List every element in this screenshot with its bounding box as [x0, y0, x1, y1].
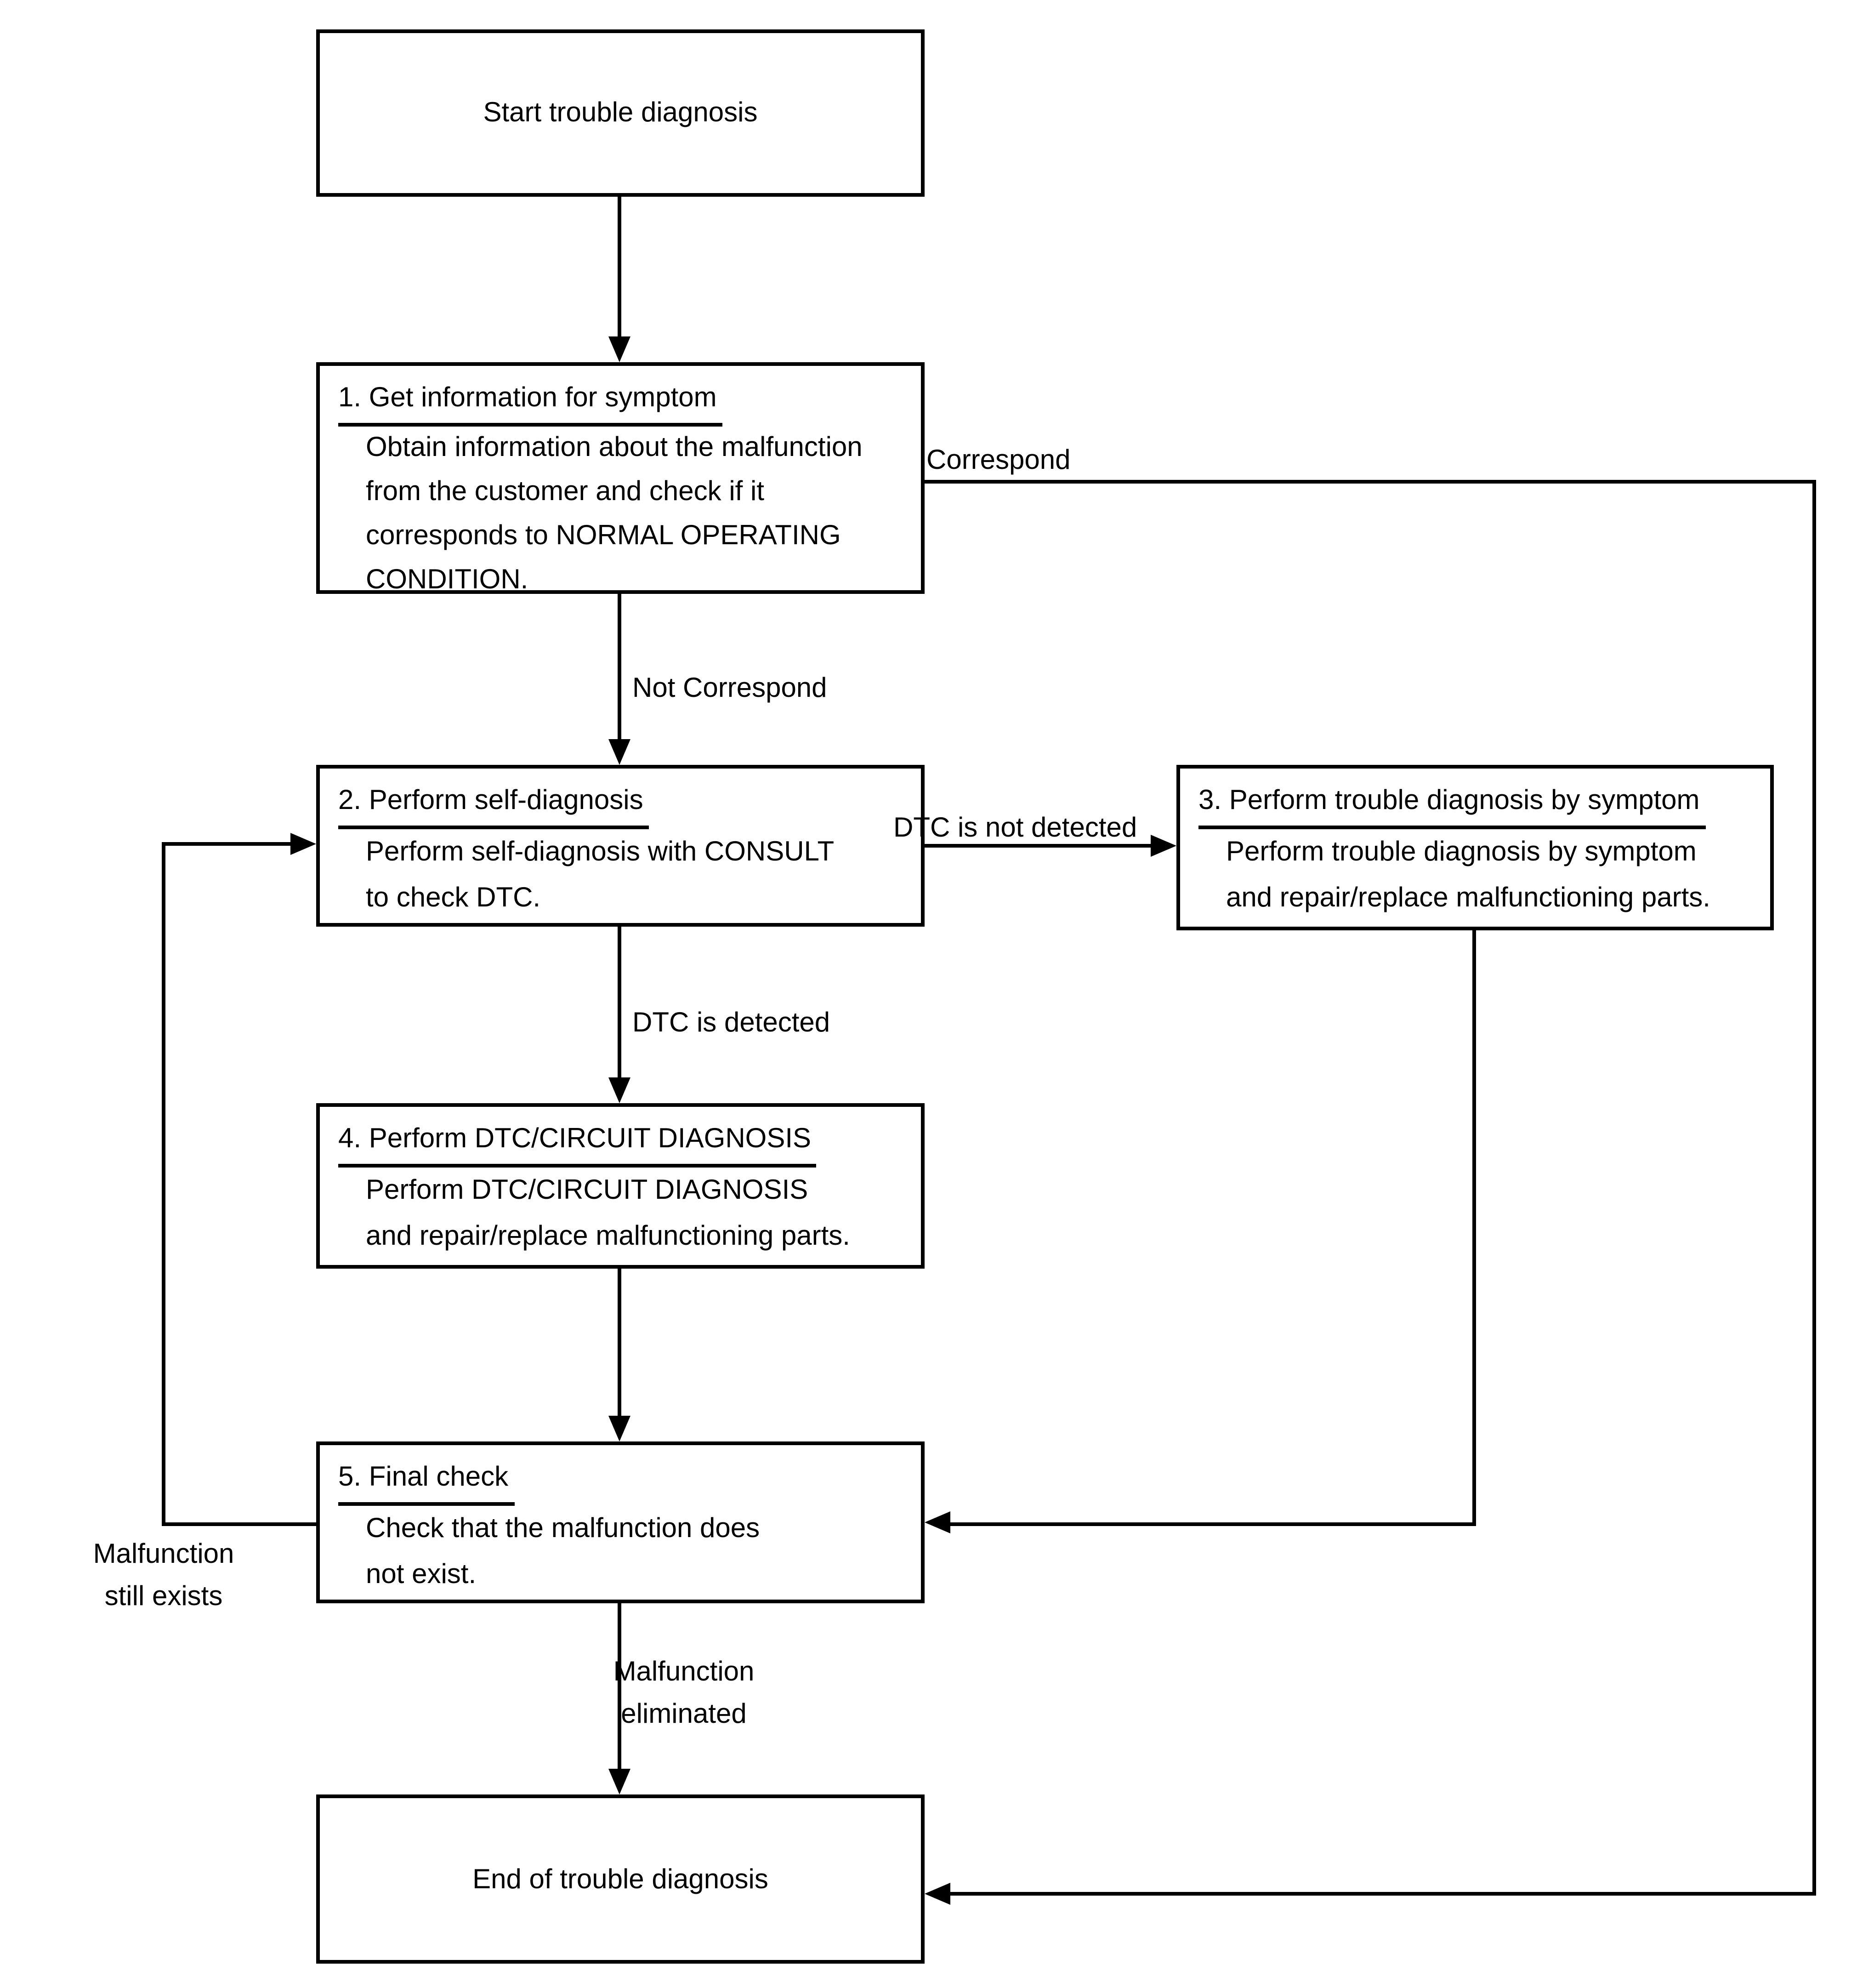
node-start: Start trouble diagnosis	[316, 29, 925, 197]
edge-correspond-top-line	[923, 480, 1816, 484]
edge-step1-to-step2-line	[618, 594, 621, 739]
edge-loop-bottom-line	[162, 1522, 316, 1526]
edge-loop-top-line	[162, 842, 290, 846]
arrowhead-into-end-right	[925, 1883, 950, 1905]
edge-step2-to-step4-line	[618, 927, 621, 1077]
node-step4-dtc-circuit-diagnosis: 4. Perform DTC/CIRCUIT DIAGNOSIS Perform…	[316, 1103, 925, 1269]
node-step3-diagnosis-by-symptom: 3. Perform trouble diagnosis by symptom …	[1176, 765, 1774, 930]
node-step3-title: 3. Perform trouble diagnosis by symptom	[1198, 778, 1705, 829]
edge-label-correspond: Correspond	[926, 445, 1071, 476]
edge-step3-down-line	[1472, 930, 1476, 1526]
node-step4-title: 4. Perform DTC/CIRCUIT DIAGNOSIS	[338, 1116, 817, 1168]
edge-loop-left-line	[162, 844, 165, 1526]
arrowhead-into-step1	[608, 336, 630, 362]
edge-correspond-to-end-line	[950, 1892, 1816, 1896]
edge-label-not-correspond: Not Correspond	[632, 673, 827, 704]
edge-start-to-step1-line	[618, 197, 621, 336]
node-step4-body-line: Perform DTC/CIRCUIT DIAGNOSIS	[366, 1175, 808, 1206]
edge-correspond-right-line	[1812, 480, 1816, 1896]
arrowhead-into-step5-top	[608, 1416, 630, 1441]
edge-step3-to-step5-line	[950, 1522, 1476, 1526]
arrowhead-into-end-top	[608, 1769, 630, 1794]
node-step5-final-check: 5. Final check Check that the malfunctio…	[316, 1441, 925, 1603]
node-step3-body-line: and repair/replace malfunctioning parts.	[1226, 883, 1710, 914]
edge-step4-to-step5-line	[618, 1269, 621, 1416]
arrowhead-into-step2	[608, 739, 630, 765]
arrowhead-into-step5-right	[925, 1511, 950, 1533]
node-step5-title: 5. Final check	[338, 1454, 514, 1506]
node-step1-body-line: CONDITION.	[366, 564, 528, 596]
arrowhead-into-step4	[608, 1077, 630, 1103]
node-end-label: End of trouble diagnosis	[472, 1863, 768, 1895]
node-step1-body-line: corresponds to NORMAL OPERATING	[366, 520, 841, 552]
node-step1-get-information: 1. Get information for symptom Obtain in…	[316, 362, 925, 596]
node-step1-body-line: Obtain information about the malfunction	[366, 432, 863, 463]
node-step2-title: 2. Perform self-diagnosis	[338, 778, 649, 829]
edge-step2-to-step3-line	[923, 844, 1151, 848]
node-start-label: Start trouble diagnosis	[483, 97, 758, 129]
node-end: End of trouble diagnosis	[316, 1794, 925, 1964]
arrowhead-into-step2-left	[290, 833, 316, 855]
node-step5-body-line: not exist.	[366, 1559, 477, 1590]
node-step1-title: 1. Get information for symptom	[338, 375, 722, 427]
node-step2-body-line: Perform self-diagnosis with CONSULT	[366, 837, 835, 868]
node-step3-body-line: Perform trouble diagnosis by symptom	[1226, 837, 1697, 868]
arrowhead-into-step3	[1151, 835, 1176, 857]
edge-label-dtc-detected: DTC is detected	[632, 1008, 830, 1039]
edge-step5-to-end-line	[618, 1603, 621, 1769]
edge-label-malfunction-still-exists: Malfunction still exists	[93, 1539, 234, 1612]
edge-label-malfunction-eliminated: Malfunction eliminated	[613, 1657, 755, 1730]
node-step2-self-diagnosis: 2. Perform self-diagnosis Perform self-d…	[316, 765, 925, 927]
node-step1-body-line: from the customer and check if it	[366, 476, 765, 507]
node-step4-body-line: and repair/replace malfunctioning parts.	[366, 1221, 850, 1252]
node-step5-body-line: Check that the malfunction does	[366, 1513, 760, 1544]
edge-label-dtc-not-detected: DTC is not detected	[893, 813, 1137, 844]
node-step2-body-line: to check DTC.	[366, 883, 541, 914]
